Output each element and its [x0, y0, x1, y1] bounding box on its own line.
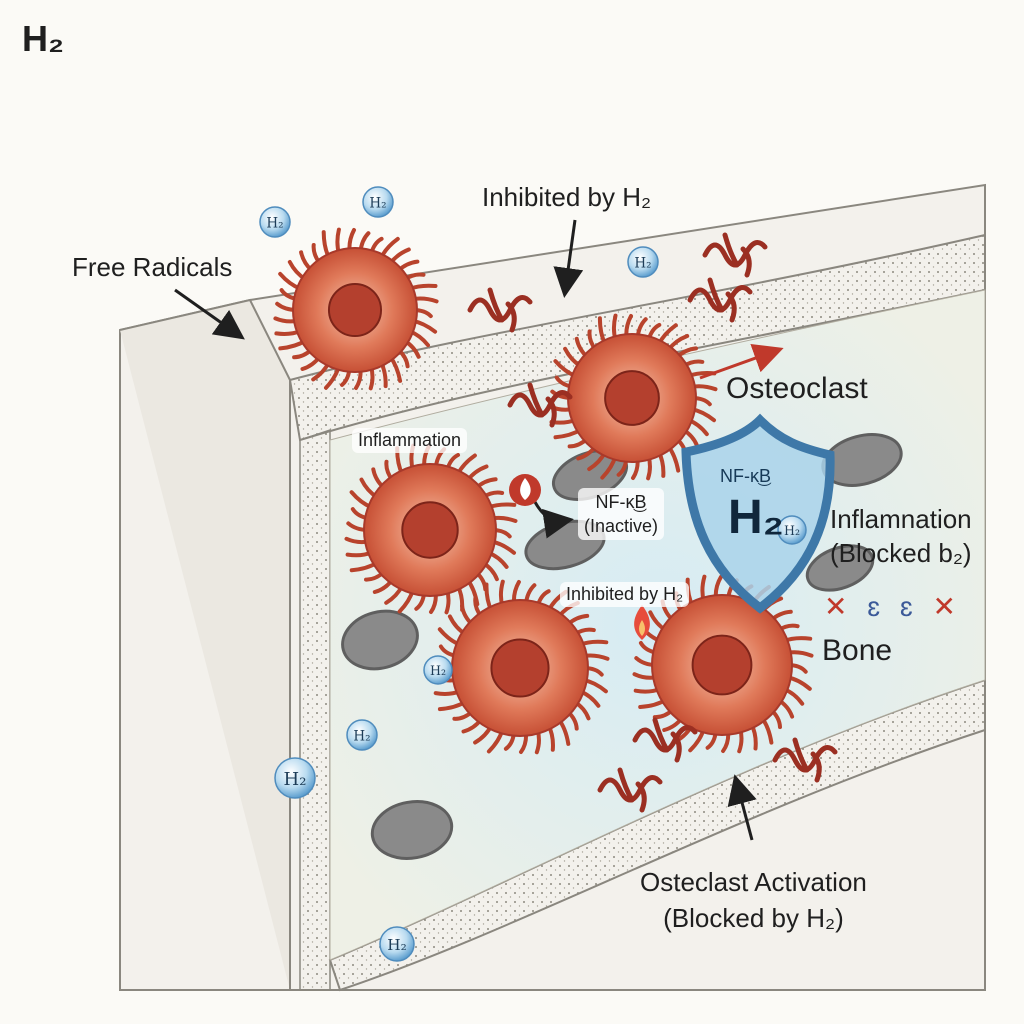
arrows [174, 219, 784, 841]
nucleus [327, 282, 383, 338]
h2-molecule-label: H₂ [784, 523, 800, 538]
label-nfkb: NF-κ͜B (Inactive) [578, 488, 665, 540]
flame-icon-small [634, 605, 650, 640]
shield-h2-label: H₂ [728, 491, 784, 544]
blocked-marks: ✕ ɛ ɛ ✕ [824, 590, 962, 623]
activation-line1: Osteclast Activation [640, 867, 867, 897]
label-bone: Bone [822, 634, 893, 667]
marrow-vessels [341, 433, 903, 860]
nucleus [401, 501, 459, 559]
corner-title: H₂ [22, 18, 64, 59]
free-radical [597, 767, 663, 813]
h2-molecule-label: H₂ [353, 728, 370, 744]
h2-molecule-label: H₂ [634, 255, 651, 271]
osteoclast-cell [632, 574, 814, 754]
free-radical [772, 737, 838, 783]
h2-molecule-icon: H₂ [423, 655, 453, 685]
wave-icon: ɛ [867, 591, 887, 622]
h2-molecule-label: H₂ [266, 215, 283, 231]
label-inflammation-blocked: Inflamnation (Blocked b₂) [830, 502, 972, 570]
osteoclast-cells [273, 227, 838, 813]
wave-icon: ɛ [899, 591, 919, 622]
shield-nfkb-label: NF-κ͜B [720, 466, 771, 486]
free-radical [467, 287, 533, 333]
h2-molecule-label: H₂ [430, 663, 446, 678]
free-radical [687, 277, 753, 323]
h2-molecule-icon: H₂ [379, 926, 415, 962]
h2-molecule-icon: H₂ [777, 515, 807, 545]
label-inhibited-top: Inhibited by H₂ [482, 182, 652, 212]
cross-icon: ✕ [824, 591, 854, 622]
osteoclast-cell [273, 227, 439, 391]
cross-icon: ✕ [932, 591, 962, 622]
h2-molecule-icon: H₂ [627, 246, 659, 278]
h2-molecule-icon: H₂ [259, 206, 291, 238]
h2-molecule-label: H₂ [369, 195, 386, 211]
nucleus [604, 370, 660, 426]
flame-icon [509, 474, 541, 506]
free-radical [702, 232, 768, 278]
osteoclast-cell [344, 443, 518, 615]
nucleus [490, 638, 550, 698]
free-radical [507, 382, 573, 428]
h2-molecule-label: H₂ [387, 936, 406, 954]
label-osteoclast-activation: Osteclast Activation (Blocked by H₂) [640, 864, 867, 936]
inflammation-blocked-line2: (Blocked b₂) [830, 538, 972, 568]
label-osteoclast: Osteoclast [726, 372, 868, 405]
nfkb-state: (Inactive) [584, 516, 659, 536]
label-free-radicals: Free Radicals [72, 252, 233, 282]
shield-icon [681, 413, 835, 614]
h2-molecule-icon: H₂ [362, 186, 394, 218]
free-radical [632, 717, 698, 763]
h2-molecule-icon: H₂ [274, 757, 316, 799]
label-inflammation: Inflammation [352, 428, 468, 453]
h2-molecule-label: H₂ [284, 769, 307, 790]
osteoclast-cell [432, 579, 610, 755]
nfkb-name: NF-κ͜B [595, 492, 647, 512]
activation-line2: (Blocked by H₂) [663, 903, 844, 933]
h2-molecule-icon: H₂ [346, 719, 378, 751]
label-inhibited-center: Inhibited by H₂ [560, 582, 690, 607]
inflammation-blocked-line1: Inflamnation [830, 504, 972, 534]
nucleus [691, 634, 753, 696]
